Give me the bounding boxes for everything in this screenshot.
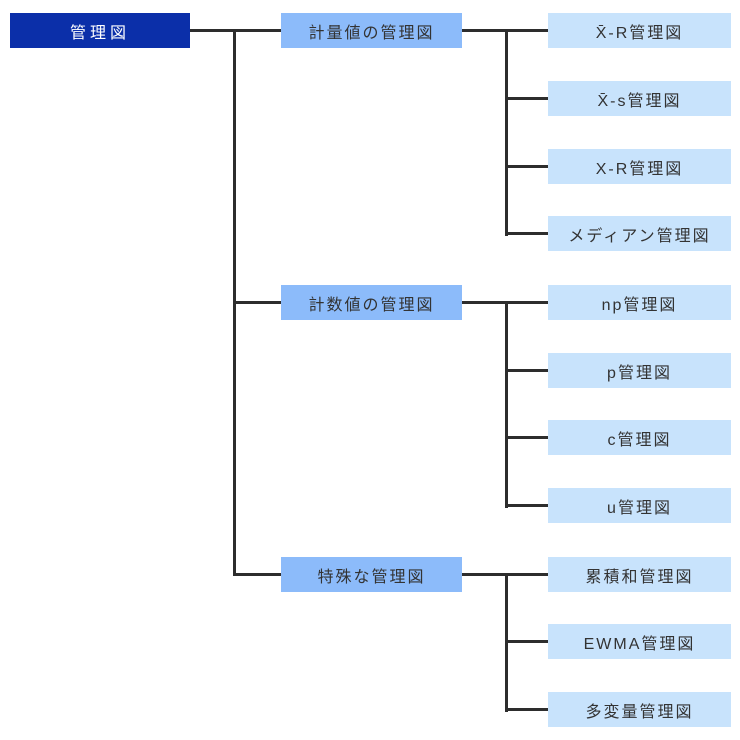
leaf-node-u-chart: u管理図 — [548, 488, 731, 523]
leaf-node-np-chart: np管理図 — [548, 285, 731, 320]
connector-group3-to-leaf2 — [505, 640, 548, 643]
group-node-special-charts: 特殊な管理図 — [281, 557, 462, 592]
leaf-node-xbar-r-chart: X̄-R管理図 — [548, 13, 731, 48]
root-node-control-chart: 管理図 — [10, 13, 190, 48]
connector-group1-trunk — [505, 29, 508, 236]
connector-trunk-to-group2 — [233, 301, 281, 304]
leaf-node-x-r-chart: X-R管理図 — [548, 149, 731, 184]
connector-trunk-to-group3 — [233, 573, 281, 576]
leaf-node-xbar-s-chart: X̄-s管理図 — [548, 81, 731, 116]
leaf-node-c-chart: c管理図 — [548, 420, 731, 455]
leaf-node-median-chart: メディアン管理図 — [548, 216, 731, 251]
group-node-variables-charts: 計量値の管理図 — [281, 13, 462, 48]
leaf-node-ewma-chart: EWMA管理図 — [548, 624, 731, 659]
connector-group1-to-leaf2 — [505, 97, 548, 100]
group-node-attributes-charts: 計数値の管理図 — [281, 285, 462, 320]
leaf-node-multivariate-chart: 多変量管理図 — [548, 692, 731, 727]
connector-group2-to-leaf3 — [505, 436, 548, 439]
connector-group2-to-leaf4 — [505, 504, 548, 507]
connector-group1-to-leaf3 — [505, 165, 548, 168]
connector-group1-to-leaf4 — [505, 232, 548, 235]
leaf-node-cusum-chart: 累積和管理図 — [548, 557, 731, 592]
connector-group2-trunk — [505, 301, 508, 508]
leaf-node-p-chart: p管理図 — [548, 353, 731, 388]
connector-group3-to-leaf3 — [505, 708, 548, 711]
connector-group2-to-leaf2 — [505, 369, 548, 372]
